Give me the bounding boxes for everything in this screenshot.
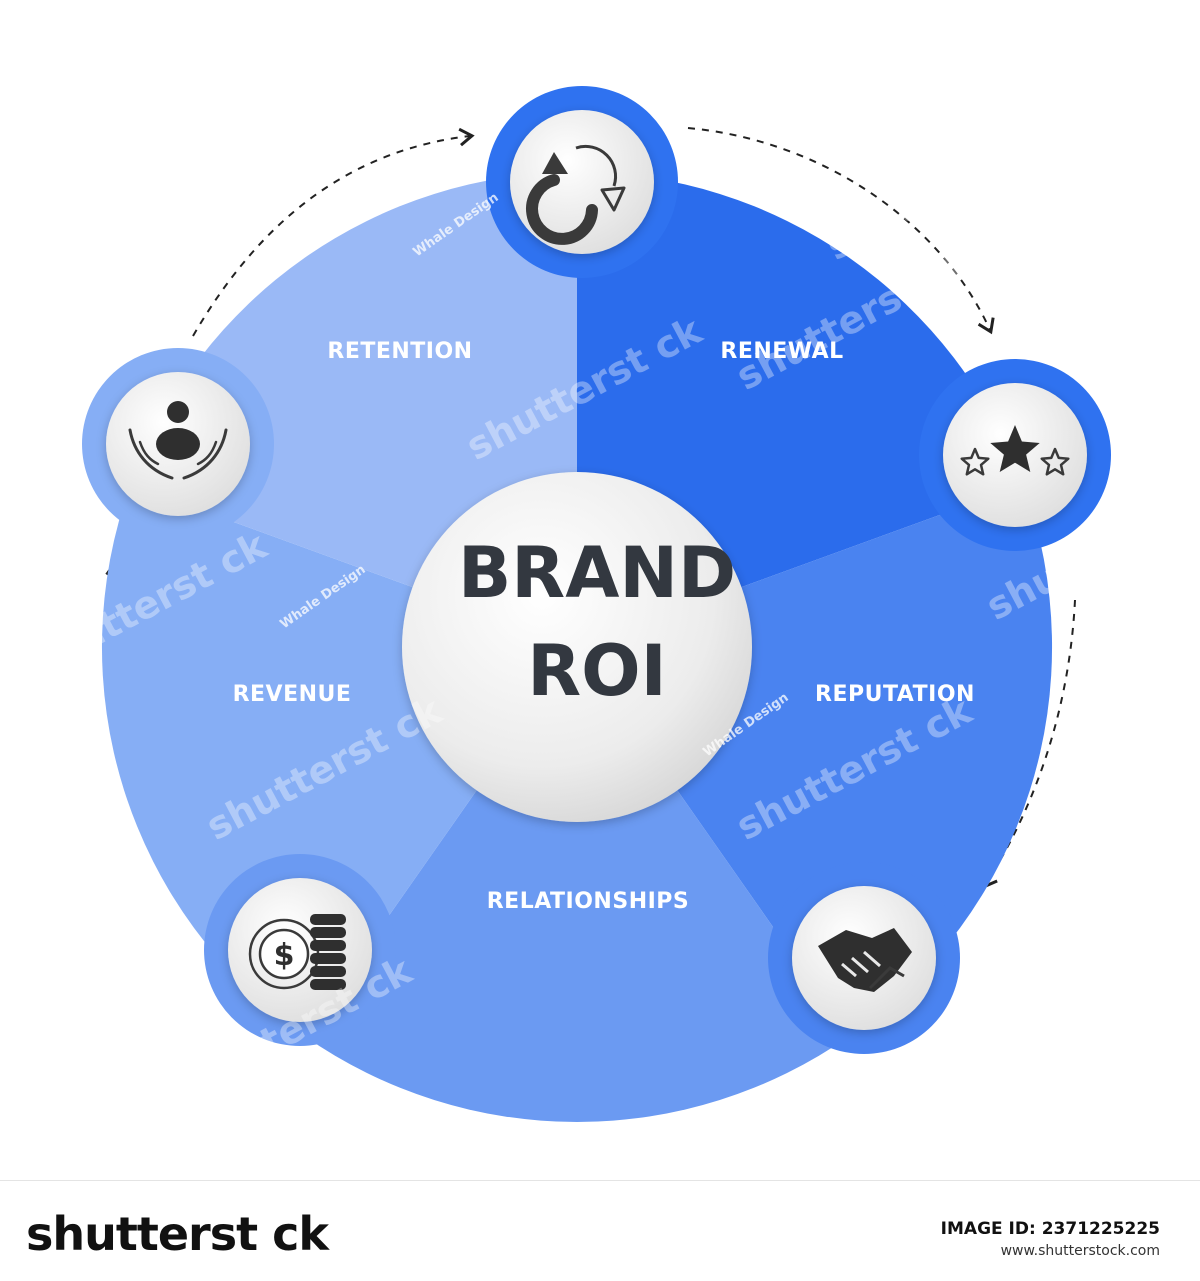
image-url: www.shutterstock.com [1000, 1243, 1160, 1259]
flow-arrow-5 [192, 127, 475, 337]
star-rating-icon [960, 425, 1070, 476]
refresh-cycle-icon [526, 144, 626, 245]
segment-label-renewal: RENEWAL [720, 339, 843, 364]
handshake-icon [818, 928, 912, 992]
dollar-coins-icon: $ [248, 914, 346, 990]
footer-bar: shutterst ck IMAGE ID: 2371225225 www.sh… [0, 1180, 1200, 1281]
node-dollar-coins: $ [204, 854, 396, 1046]
segment-label-revenue: REVENUE [233, 682, 352, 707]
node-hands-holding-person [82, 348, 274, 540]
segment-label-relationships: RELATIONSHIPS [487, 889, 690, 914]
node-refresh-cycle [486, 86, 678, 278]
center-title-line1: BRAND [458, 532, 736, 614]
svg-text:$: $ [274, 938, 295, 973]
node-badge [510, 110, 654, 254]
hands-holding-person-icon [128, 401, 228, 480]
center-title-line2: ROI [527, 630, 666, 712]
node-handshake [768, 862, 960, 1054]
segment-label-retention: RETENTION [327, 339, 472, 364]
segment-reputation [304, 647, 850, 1122]
brand-roi-diagram: BRAND ROI RETENTION RENEWAL REPUTATION RELA… [82, 86, 1111, 1122]
image-id: IMAGE ID: 2371225225 [940, 1219, 1160, 1239]
node-star-rating [919, 359, 1111, 551]
segment-label-reputation: REPUTATION [815, 682, 975, 707]
footer-logo: shutterst ck [26, 1207, 329, 1261]
center-circle: BRAND ROI [402, 472, 752, 822]
